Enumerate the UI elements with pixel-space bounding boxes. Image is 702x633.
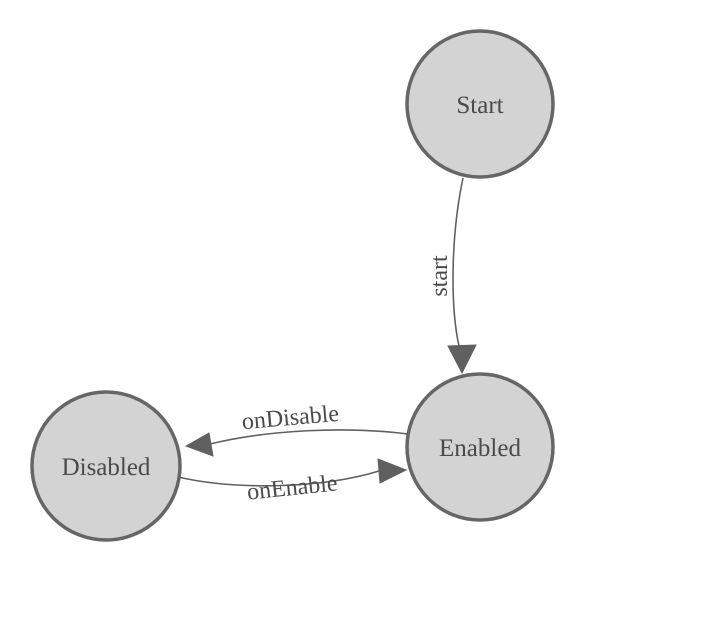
edge-label-start-transition: start xyxy=(427,255,453,297)
state-circle-enabled xyxy=(405,372,555,522)
state-label-start: Start xyxy=(456,92,503,119)
arrowhead-icon xyxy=(377,458,408,484)
edge-on-enable-transition: onEnable xyxy=(177,458,408,506)
edge-start-transition: start xyxy=(427,177,477,375)
state-circle-start xyxy=(405,29,555,179)
arrowhead-icon xyxy=(184,432,214,457)
edge-line-on-enable-transition xyxy=(177,470,380,487)
edge-line-start-transition xyxy=(452,177,464,347)
arrowhead-icon xyxy=(447,344,477,375)
state-node-start: Start xyxy=(405,29,555,179)
edge-line-on-disable-transition xyxy=(209,429,409,445)
state-circle-disabled xyxy=(30,390,182,542)
edge-label-on-enable-transition: onEnable xyxy=(246,470,339,505)
state-node-enabled: Enabled xyxy=(405,372,555,522)
state-node-disabled: Disabled xyxy=(30,390,182,542)
edge-on-disable-transition: onDisable xyxy=(184,401,409,457)
state-label-disabled: Disabled xyxy=(62,454,151,481)
state-label-enabled: Enabled xyxy=(439,435,521,462)
